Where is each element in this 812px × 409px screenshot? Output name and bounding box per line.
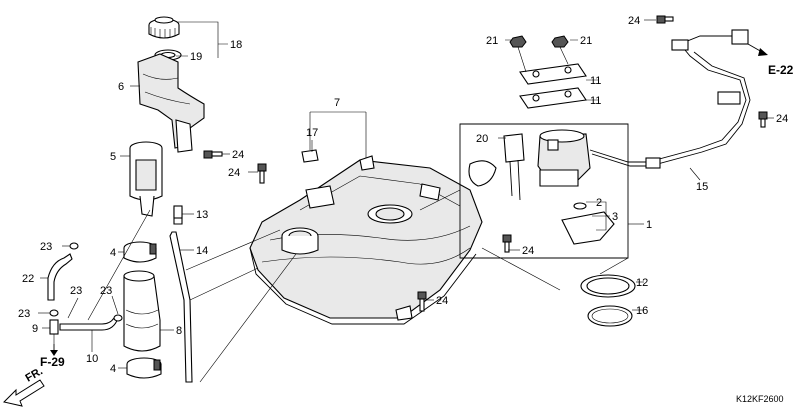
hose-band-lower[interactable]	[126, 357, 162, 379]
fuel-tank[interactable]	[249, 155, 483, 325]
fuel-pump-setting-ring[interactable]	[587, 305, 633, 327]
bolt-flange-harness-right[interactable]	[758, 111, 768, 128]
callout-16: 16	[636, 305, 648, 317]
callout-6: 6	[118, 81, 124, 93]
callout-labels: 18 19 6 5 24 24 13 23 4 14 22 23 23 23 9…	[18, 15, 788, 375]
callout-23-a: 23	[40, 241, 52, 253]
callout-7: 7	[334, 97, 340, 109]
tube-clip[interactable]	[301, 149, 319, 163]
filler-hose[interactable]	[123, 270, 161, 352]
drawing-code: K12KF2600	[736, 394, 784, 404]
callout-24-a: 24	[232, 149, 244, 161]
filler-neck-guard[interactable]	[137, 53, 205, 153]
svg-text:E-22: E-22	[768, 63, 794, 77]
callout-4-b: 4	[110, 363, 116, 375]
callout-3: 3	[612, 211, 618, 223]
callout-5: 5	[110, 151, 116, 163]
filler-neck[interactable]	[129, 141, 163, 217]
callout-24-c: 24	[522, 245, 534, 257]
callout-9: 9	[32, 323, 38, 335]
strainer-o-ring[interactable]	[573, 202, 587, 210]
callout-13: 13	[196, 209, 208, 221]
callout-21-a: 21	[486, 35, 498, 47]
callout-23-b: 23	[70, 285, 82, 297]
callout-24-e: 24	[628, 15, 640, 27]
bolt-flange-mid-left[interactable]	[257, 163, 267, 184]
callout-20: 20	[476, 133, 488, 145]
bolt-flange-right[interactable]	[502, 234, 512, 253]
callout-24-d: 24	[436, 295, 448, 307]
setting-plate-upper[interactable]	[519, 63, 587, 85]
callout-10: 10	[86, 353, 98, 365]
ref-f29[interactable]: F-29	[40, 344, 65, 369]
callout-14: 14	[196, 245, 208, 257]
callout-24-f: 24	[776, 113, 788, 125]
svg-text:F-29: F-29	[40, 355, 65, 369]
fuel-level-sensor[interactable]	[468, 133, 525, 201]
nut-left[interactable]	[509, 35, 527, 48]
bolt-flange-lower[interactable]	[417, 291, 427, 312]
fuel-pump-harness[interactable]	[589, 29, 751, 169]
callout-23-c: 23	[100, 285, 112, 297]
drain-tube[interactable]	[59, 317, 119, 331]
callout-8: 8	[176, 325, 182, 337]
callout-22: 22	[22, 273, 34, 285]
tube-joint[interactable]	[49, 309, 59, 335]
hose-band-upper[interactable]	[123, 241, 157, 263]
fuel-strainer[interactable]	[561, 211, 615, 245]
setting-plate-lower[interactable]	[519, 87, 587, 109]
bolt-flange-upper-left[interactable]	[203, 150, 223, 159]
callout-12: 12	[636, 277, 648, 289]
callout-23-d: 23	[18, 308, 30, 320]
callout-18: 18	[230, 39, 242, 51]
callout-19: 19	[190, 51, 202, 63]
bolt-flange-harness-top[interactable]	[656, 15, 674, 24]
callout-2: 2	[596, 197, 602, 209]
callout-11-a: 11	[590, 75, 601, 87]
breather-tube[interactable]	[169, 207, 193, 383]
ref-e22[interactable]: E-22	[747, 43, 794, 77]
callout-11-b: 11	[590, 95, 601, 107]
callout-1: 1	[646, 219, 652, 231]
hose-clip-13[interactable]	[173, 205, 183, 219]
callout-21-b: 21	[580, 35, 592, 47]
clip-small[interactable]	[113, 314, 123, 322]
callout-17: 17	[306, 127, 318, 139]
leader-lines	[38, 19, 774, 383]
nut-right[interactable]	[551, 35, 569, 48]
fuel-pump-packing[interactable]	[580, 274, 636, 298]
callout-4-a: 4	[110, 247, 116, 259]
front-direction-arrow: FR.	[3, 365, 45, 407]
callout-15: 15	[696, 181, 708, 193]
fuel-pump-module[interactable]	[537, 129, 591, 187]
callout-24-b: 24	[228, 167, 240, 179]
fuel-cap[interactable]	[148, 16, 180, 39]
